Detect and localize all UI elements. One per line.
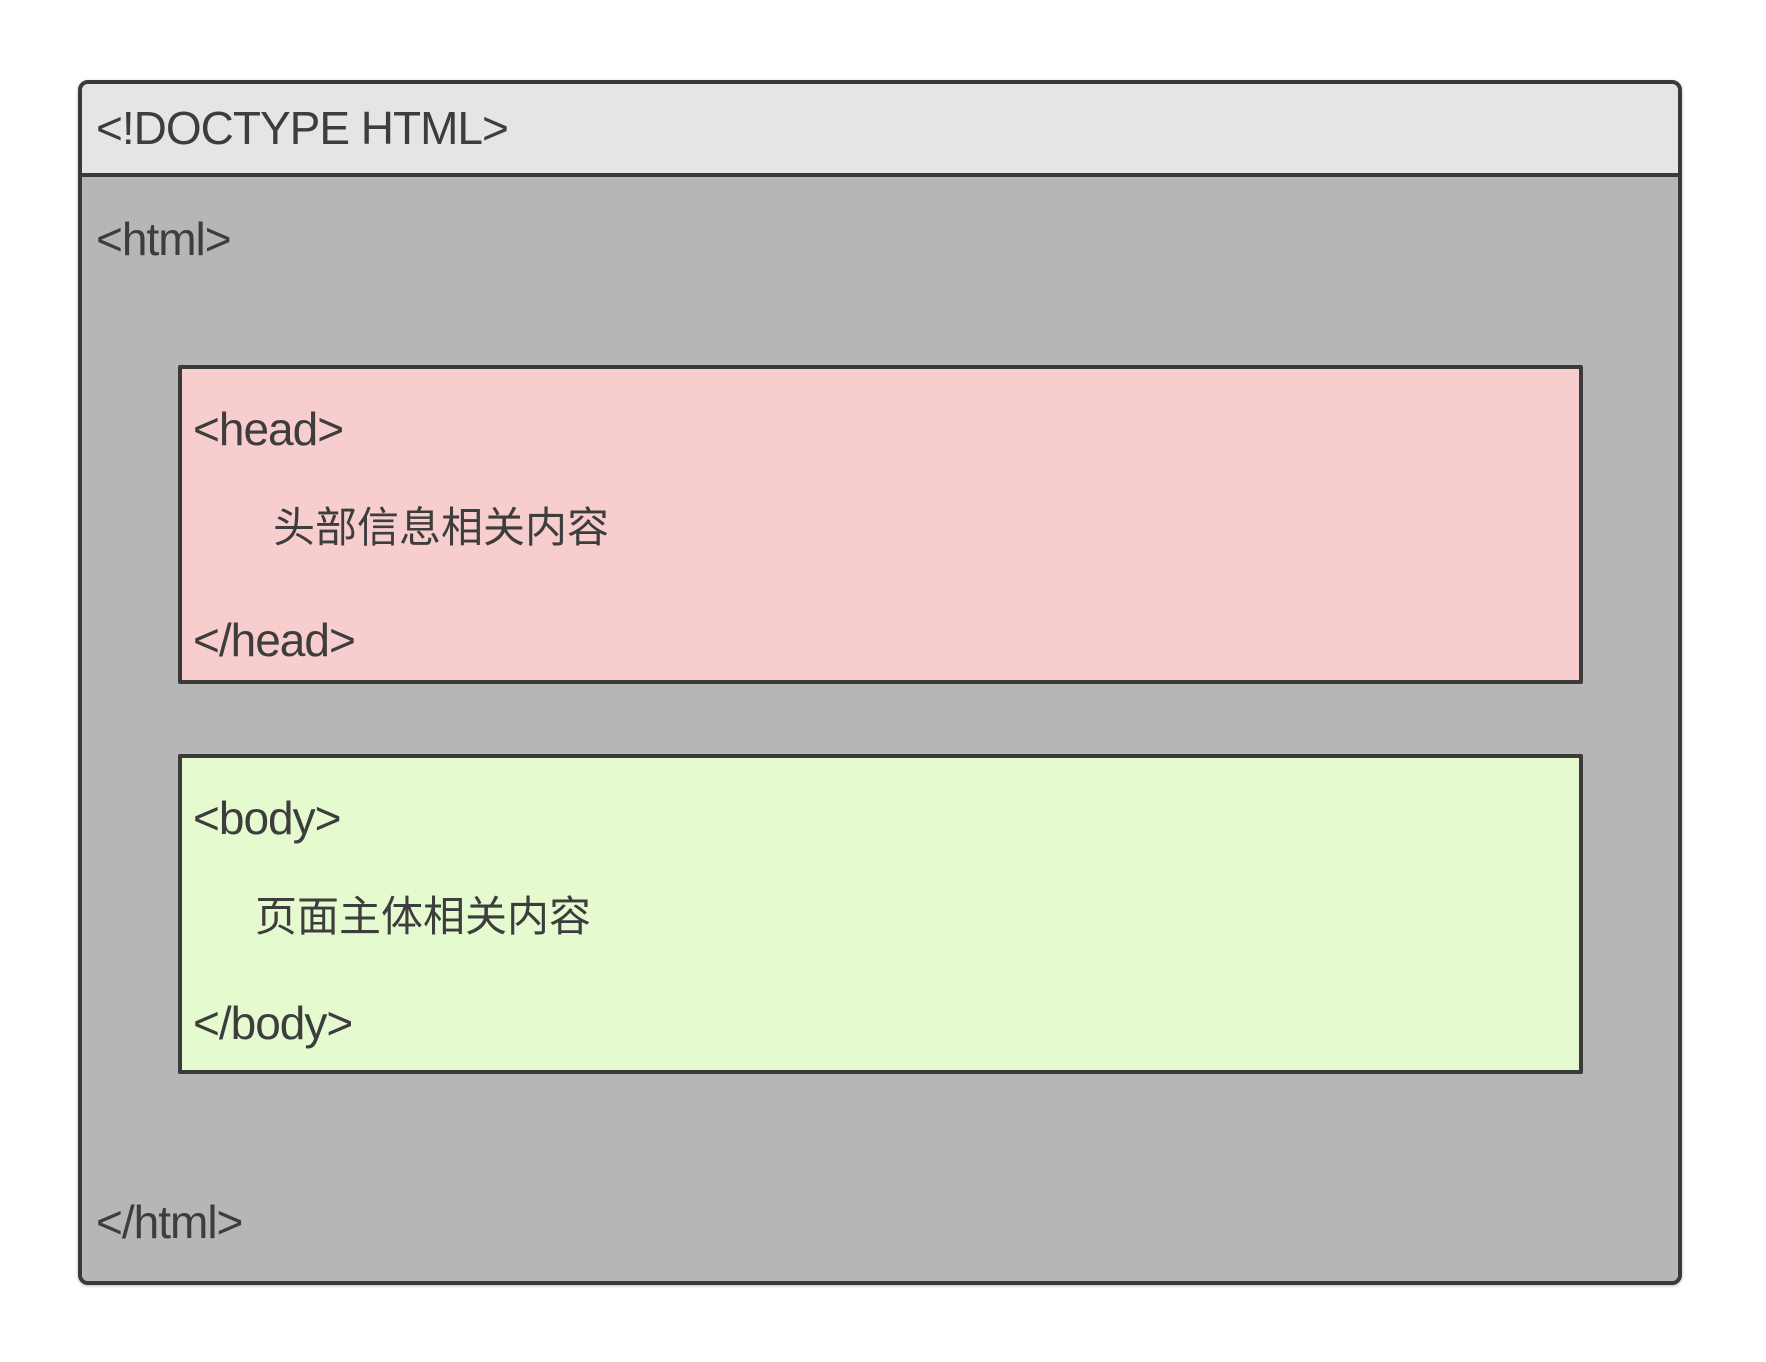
head-content-text: 头部信息相关内容 xyxy=(273,503,610,551)
doctype-declaration-bar: <!DOCTYPE HTML> xyxy=(82,84,1678,177)
html-structure-diagram: <!DOCTYPE HTML> <html> <head> 头部信息相关内容 <… xyxy=(78,80,1682,1285)
head-open-tag: <head> xyxy=(193,403,344,456)
html-open-tag: <html> xyxy=(96,213,232,265)
body-content-text: 页面主体相关内容 xyxy=(255,892,592,940)
body-close-tag: </body> xyxy=(193,996,353,1049)
head-element-box: <head> 头部信息相关内容 </head> xyxy=(178,365,1583,685)
head-close-tag: </head> xyxy=(193,613,356,666)
body-element-box: <body> 页面主体相关内容 </body> xyxy=(178,754,1583,1075)
html-element-region: <html> <head> 头部信息相关内容 </head> <body> 页面… xyxy=(82,213,1678,1281)
doctype-label: <!DOCTYPE HTML> xyxy=(96,102,509,155)
body-open-tag: <body> xyxy=(193,792,341,845)
html-close-tag: </html> xyxy=(96,1196,243,1249)
